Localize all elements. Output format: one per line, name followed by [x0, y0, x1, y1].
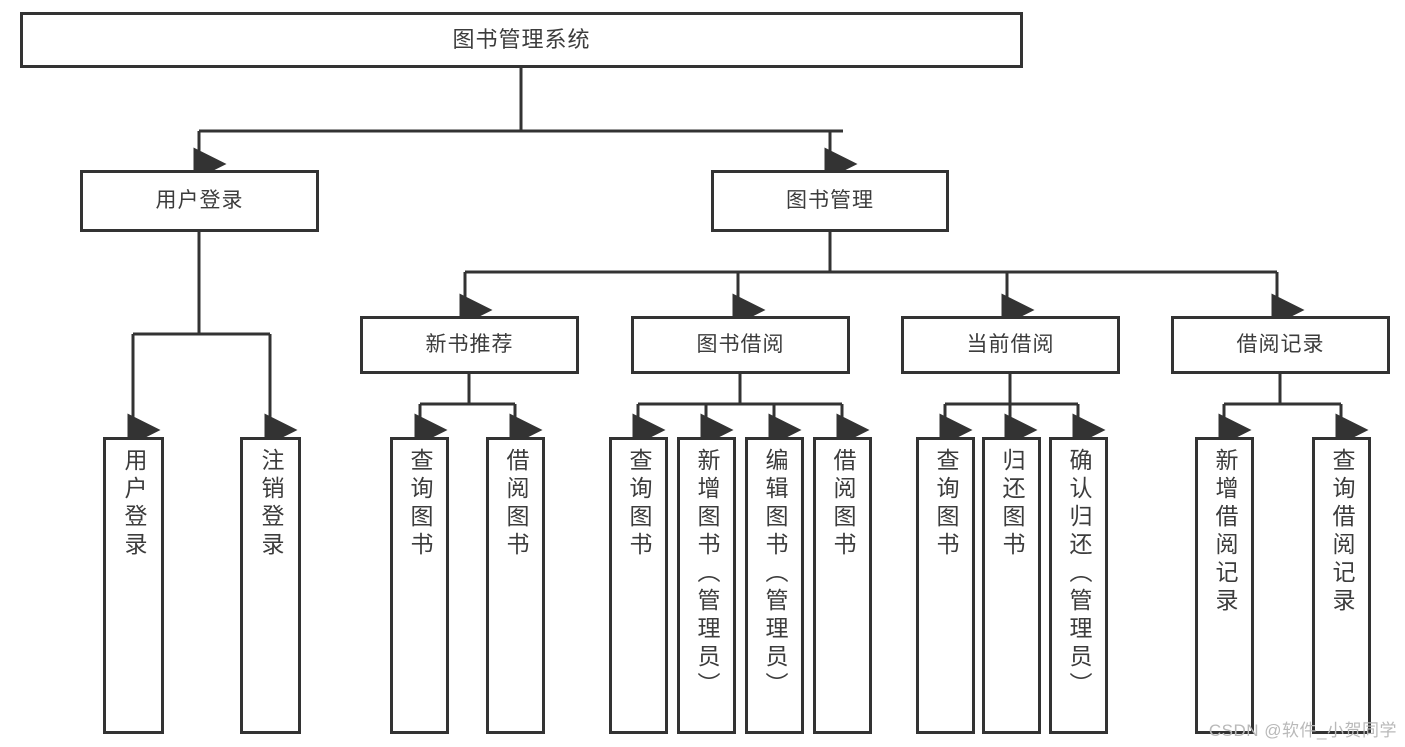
- leaf-borrow-book-label: 借阅图书: [830, 448, 856, 560]
- leaf-new-book-query[interactable]: 查询图书: [390, 437, 449, 734]
- watermark: CSDN @软件_小贺同学: [1208, 721, 1397, 740]
- leaf-confirm-return-admin-label: 确认归还（管理员）: [1066, 448, 1092, 700]
- node-book-borrow-label: 图书借阅: [696, 333, 785, 357]
- leaf-edit-book-admin[interactable]: 编辑图书（管理员）: [745, 437, 804, 734]
- leaf-user-login[interactable]: 用户登录: [103, 437, 164, 734]
- node-new-book-recommend-label: 新书推荐: [425, 333, 514, 357]
- node-current-borrow-label: 当前借阅: [966, 333, 1055, 357]
- node-book-manage-label: 图书管理: [786, 189, 874, 213]
- leaf-current-query-book[interactable]: 查询图书: [916, 437, 975, 734]
- leaf-user-login-label: 用户登录: [121, 448, 147, 560]
- leaf-add-book-admin[interactable]: 新增图书（管理员）: [677, 437, 736, 734]
- leaf-return-book[interactable]: 归还图书: [982, 437, 1041, 734]
- node-book-borrow[interactable]: 图书借阅: [631, 316, 850, 374]
- leaf-logout[interactable]: 注销登录: [240, 437, 301, 734]
- node-user-login[interactable]: 用户登录: [80, 170, 319, 232]
- leaf-new-book-query-label: 查询图书: [407, 448, 433, 560]
- node-current-borrow[interactable]: 当前借阅: [901, 316, 1120, 374]
- leaf-borrow-query-book[interactable]: 查询图书: [609, 437, 668, 734]
- leaf-query-borrow-record[interactable]: 查询借阅记录: [1312, 437, 1371, 734]
- node-root-label: 图书管理系统: [452, 26, 591, 52]
- node-book-manage[interactable]: 图书管理: [711, 170, 949, 232]
- node-user-login-label: 用户登录: [155, 189, 244, 213]
- leaf-query-borrow-record-label: 查询借阅记录: [1329, 448, 1355, 616]
- leaf-edit-book-admin-label: 编辑图书（管理员）: [762, 448, 788, 700]
- leaf-borrow-query-book-label: 查询图书: [626, 448, 652, 560]
- leaf-borrow-book[interactable]: 借阅图书: [813, 437, 872, 734]
- node-new-book-recommend[interactable]: 新书推荐: [360, 316, 579, 374]
- leaf-add-borrow-record-label: 新增借阅记录: [1212, 448, 1238, 616]
- leaf-add-borrow-record[interactable]: 新增借阅记录: [1195, 437, 1254, 734]
- leaf-return-book-label: 归还图书: [999, 448, 1025, 560]
- node-root[interactable]: 图书管理系统: [20, 12, 1023, 68]
- leaf-logout-label: 注销登录: [258, 448, 284, 560]
- leaf-confirm-return-admin[interactable]: 确认归还（管理员）: [1049, 437, 1108, 734]
- node-borrow-record[interactable]: 借阅记录: [1171, 316, 1390, 374]
- leaf-current-query-book-label: 查询图书: [933, 448, 959, 560]
- leaf-new-book-borrow-label: 借阅图书: [503, 448, 529, 560]
- node-borrow-record-label: 借阅记录: [1236, 333, 1325, 357]
- leaf-add-book-admin-label: 新增图书（管理员）: [694, 448, 720, 700]
- leaf-new-book-borrow[interactable]: 借阅图书: [486, 437, 545, 734]
